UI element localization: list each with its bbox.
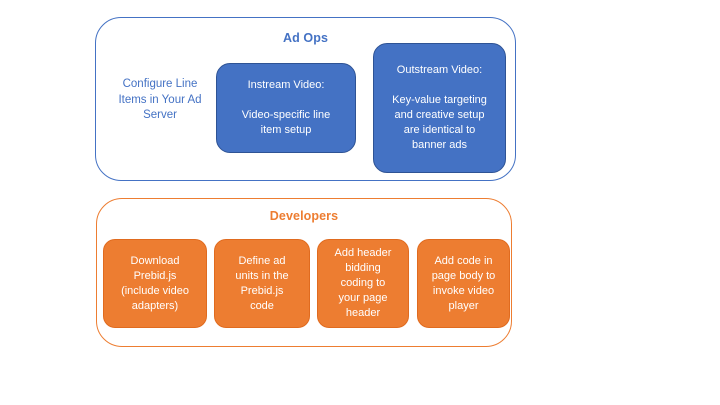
- instream-video-text: Instream Video: Video-specific line item…: [241, 79, 331, 136]
- add-page-body-code-box: Add code in page body to invoke video pl…: [417, 239, 510, 328]
- developers-title: Developers: [269, 209, 339, 223]
- define-ad-units-box: Define ad units in the Prebid.js code: [214, 239, 310, 328]
- configure-line-items-note: Configure Line Items in Your Ad Server: [118, 78, 202, 121]
- outstream-video-box: Outstream Video: Key-value targeting and…: [373, 43, 506, 173]
- download-prebid-text: Download Prebid.js (include video adapte…: [121, 254, 189, 312]
- developers-group: Developers Download Prebid.js (include v…: [96, 198, 512, 347]
- instream-video-box: Instream Video: Video-specific line item…: [216, 63, 356, 153]
- add-header-bidding-text: Add header bidding coding to your page h…: [334, 247, 392, 319]
- add-header-bidding-box: Add header bidding coding to your page h…: [317, 239, 409, 328]
- download-prebid-box: Download Prebid.js (include video adapte…: [103, 239, 207, 328]
- outstream-video-text: Outstream Video: Key-value targeting and…: [392, 64, 487, 151]
- define-ad-units-text: Define ad units in the Prebid.js code: [235, 254, 289, 312]
- add-page-body-code-text: Add code in page body to invoke video pl…: [431, 254, 496, 312]
- ad-ops-title: Ad Ops: [282, 31, 329, 45]
- ad-ops-group: Ad Ops Configure Line Items in Your Ad S…: [95, 17, 516, 181]
